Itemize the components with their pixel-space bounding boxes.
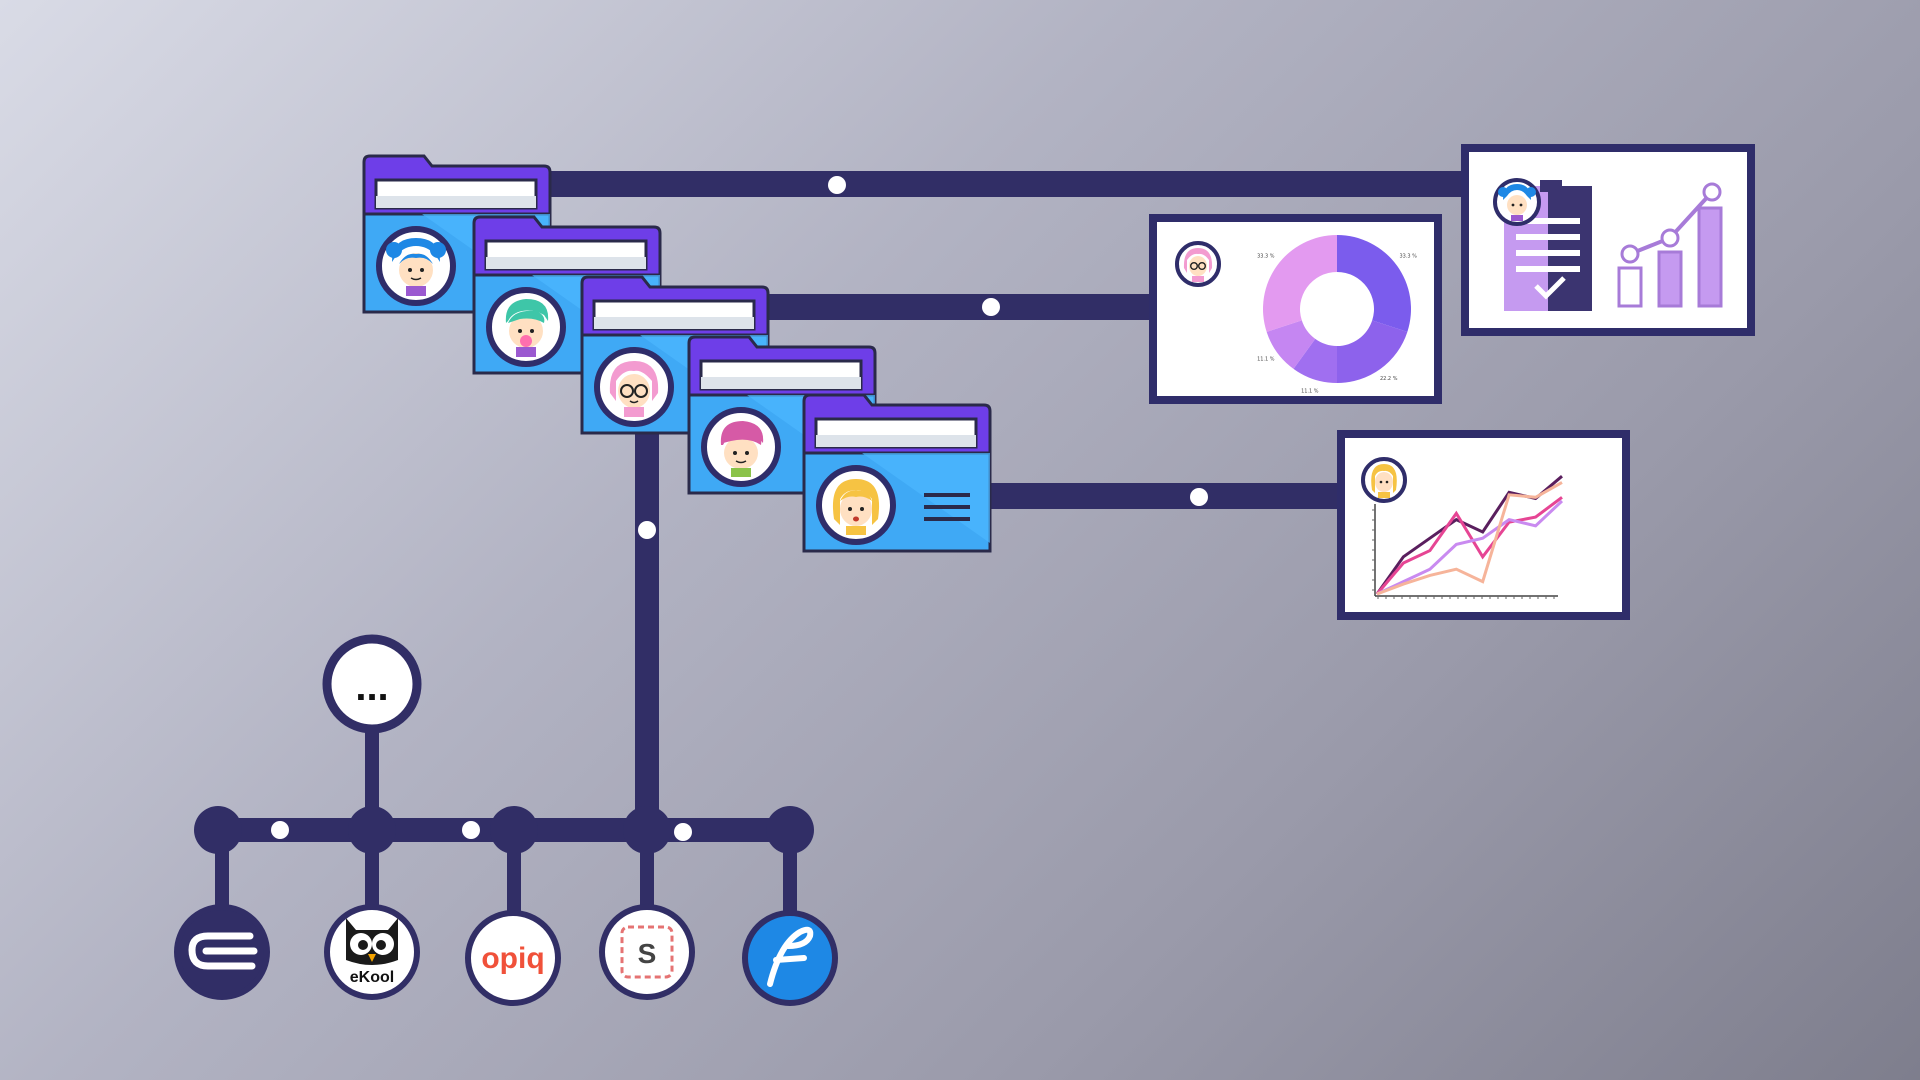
menu-lines-icon: [924, 493, 970, 521]
girl-pink-hair-glasses-avatar: [597, 350, 671, 424]
stuudium-label: S: [638, 938, 657, 969]
girl-pink-hair-glasses-avatar-small: [1175, 241, 1221, 287]
line-chart: [1375, 475, 1564, 596]
line-series: [1376, 499, 1564, 596]
donut-slice: [1337, 320, 1408, 383]
girl-blonde-hair-avatar: [819, 468, 893, 542]
folder-2[interactable]: [472, 215, 662, 375]
boy-green-hair-avatar: [489, 290, 563, 364]
line-chart-ticks: [1372, 509, 1555, 599]
donut-panel[interactable]: 33.3 % 22.2 % 11.1 % 11.1 % 33.3 %: [1149, 214, 1442, 404]
flow-dots: [271, 176, 1208, 841]
donut-slice-label: 33.3 %: [1399, 253, 1417, 259]
donut-slice: [1266, 320, 1316, 369]
donut-slice: [1293, 338, 1337, 383]
app-node-opiq[interactable]: opiq: [465, 910, 561, 1006]
donut-chart: 33.3 % 22.2 % 11.1 % 11.1 % 33.3 %: [1257, 235, 1417, 395]
stuudium-icon: [620, 925, 674, 979]
donut-slice-label: 33.3 %: [1257, 253, 1275, 259]
more-node[interactable]: ...: [322, 634, 422, 734]
donut-slice: [1263, 235, 1337, 332]
app-node-ekool[interactable]: eKool: [324, 904, 420, 1000]
girl-blue-hair-avatar: [379, 229, 453, 303]
app-node-stuudium[interactable]: S: [599, 904, 695, 1000]
app-node-e[interactable]: [174, 904, 270, 1000]
folder-4[interactable]: [687, 335, 877, 495]
girl-blonde-hair-avatar-small: [1361, 457, 1407, 503]
ekool-owl-icon: [346, 918, 398, 965]
bus-junctions: [194, 806, 814, 854]
donut-slice-label: 11.1 %: [1257, 357, 1275, 363]
donut-slice-label: 22.2 %: [1380, 376, 1398, 382]
folder-3[interactable]: [580, 275, 770, 435]
donut-slice: [1337, 235, 1411, 332]
donut-slice-label: 11.1 %: [1301, 389, 1319, 395]
line-series: [1375, 496, 1563, 595]
f-app-icon: [767, 926, 814, 987]
e-icon: [188, 932, 258, 970]
girl-blue-hair-avatar-small: [1493, 178, 1541, 226]
line-series: [1376, 481, 1563, 596]
opiq-label: opiq: [481, 942, 544, 975]
folder-5[interactable]: [802, 393, 992, 553]
growth-bar-chart-icon: [1617, 182, 1723, 308]
folder-stack: [362, 154, 992, 553]
checklist-icon: [1504, 180, 1592, 311]
folder-1[interactable]: [362, 154, 552, 314]
app-node-f[interactable]: [742, 910, 838, 1006]
more-node-label: ...: [355, 665, 388, 709]
line-panel[interactable]: [1337, 430, 1630, 620]
ekool-label: eKool: [350, 969, 394, 986]
report-panel[interactable]: [1461, 144, 1755, 336]
boy-pink-hair-avatar: [704, 410, 778, 484]
